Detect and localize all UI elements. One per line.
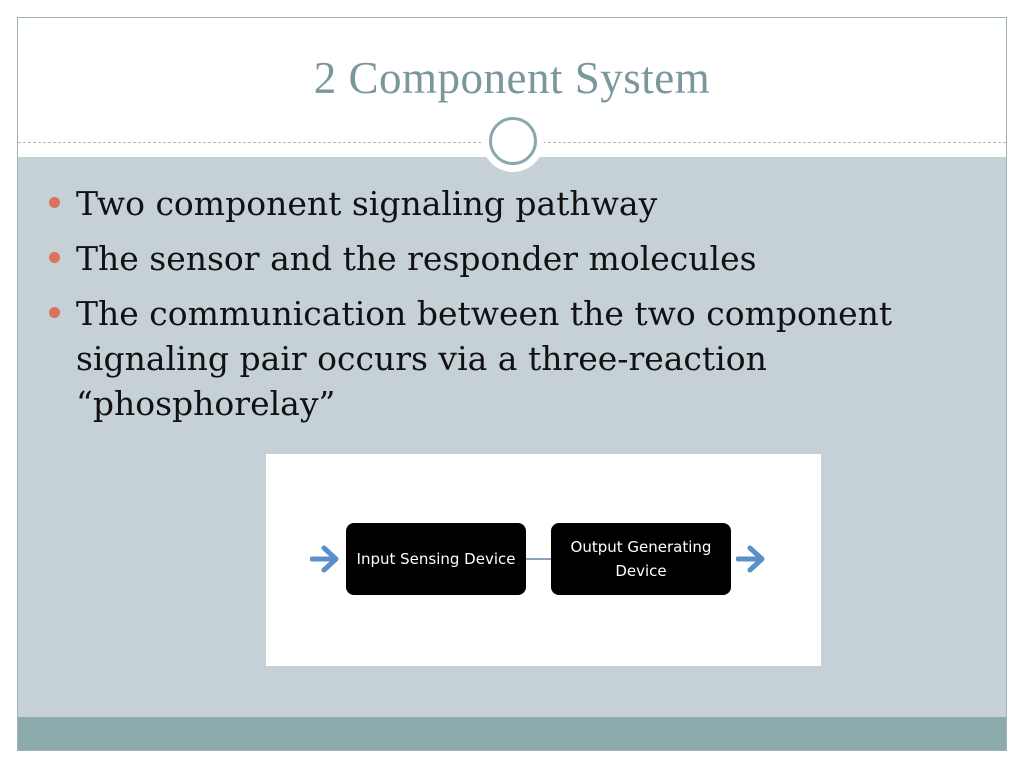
bullet-icon (49, 197, 60, 208)
arrow-right-icon (310, 545, 339, 573)
bullet-text: The communication between the two compon… (76, 294, 893, 423)
bullet-item: Two component signaling pathway (49, 181, 949, 226)
slide: 2 Component System Two component signali… (17, 17, 1007, 751)
bullet-icon (49, 307, 60, 318)
slide-title: 2 Component System (313, 53, 711, 103)
bullet-item: The sensor and the responder molecules (49, 236, 949, 281)
input-sensing-device-box: Input Sensing Device (346, 523, 526, 595)
bullet-icon (49, 252, 60, 263)
ring-icon (489, 117, 537, 165)
bullet-list: Two component signaling pathway The sens… (49, 181, 949, 436)
footer-bar (18, 717, 1006, 750)
bullet-text: Two component signaling pathway (76, 184, 658, 223)
output-generating-device-box: Output Generating Device (551, 523, 731, 595)
arrow-right-icon (736, 545, 765, 573)
connector-line (526, 558, 551, 560)
bullet-text: The sensor and the responder molecules (76, 239, 757, 278)
signaling-diagram: Input Sensing Device Output Generating D… (266, 454, 821, 666)
input-device-label: Input Sensing Device (356, 550, 516, 568)
output-device-label: Output Generating Device (570, 538, 712, 580)
bullet-item: The communication between the two compon… (49, 291, 949, 426)
